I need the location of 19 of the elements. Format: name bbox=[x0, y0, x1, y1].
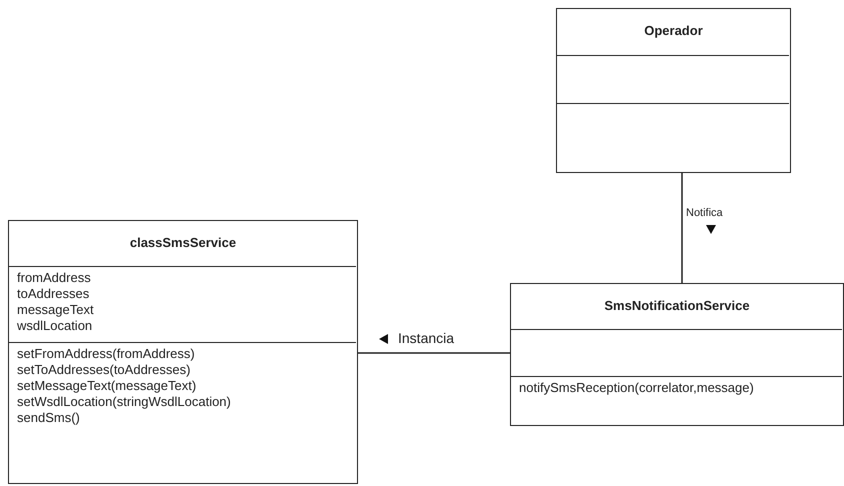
class-box bbox=[556, 8, 791, 173]
class-name: classSmsService bbox=[128, 234, 238, 250]
class-name: SmsNotificationService bbox=[603, 297, 751, 313]
member-text: setToAddresses(toAddresses) bbox=[17, 362, 190, 378]
member-text: notifySmsReception(correlator,message) bbox=[519, 380, 754, 396]
member-text: sendSms() bbox=[17, 410, 80, 426]
member-text: messageText bbox=[17, 302, 94, 318]
member-text: setFromAddress(fromAddress) bbox=[17, 346, 195, 362]
member-text: wsdlLocation bbox=[17, 318, 92, 334]
member-text: fromAddress bbox=[17, 270, 91, 286]
class-name: Operador bbox=[643, 22, 704, 38]
class-box bbox=[8, 220, 358, 484]
member-text: setMessageText(messageText) bbox=[17, 378, 196, 394]
association-line bbox=[681, 173, 683, 283]
edge-label: Instancia bbox=[398, 331, 454, 345]
association-line bbox=[358, 352, 510, 354]
class-box bbox=[510, 283, 844, 426]
member-text: setWsdlLocation(stringWsdlLocation) bbox=[17, 394, 231, 410]
member-text: toAddresses bbox=[17, 286, 90, 302]
